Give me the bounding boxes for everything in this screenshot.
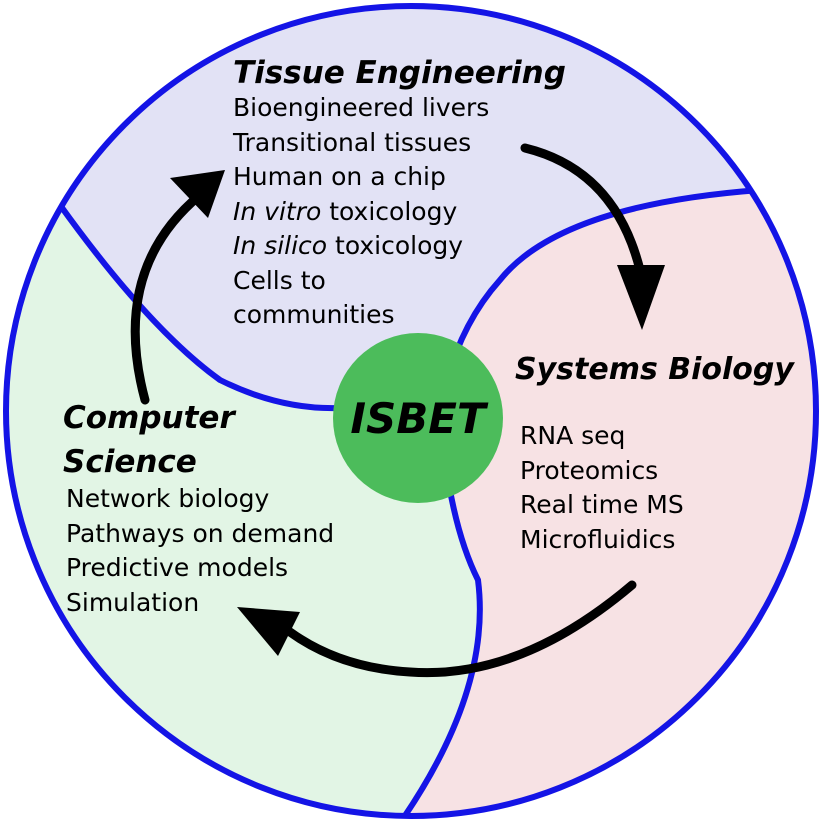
arrow-systems-to-computer	[285, 580, 637, 678]
list-item: Human on a chip	[233, 162, 446, 191]
list-item: Microfluidics	[520, 524, 676, 554]
tissue-engineering-title: Tissue Engineering	[233, 55, 566, 91]
computer-science-list: Network biology Pathways on demand Predi…	[66, 482, 334, 620]
tissue-engineering-region	[6, 6, 816, 410]
list-item: Cells to	[233, 265, 326, 295]
systems-biology-region	[400, 190, 816, 816]
arrowhead-systems-to-computer	[237, 607, 300, 656]
list-item: Pathways on demand	[66, 518, 335, 548]
list-item: Simulation	[66, 587, 200, 617]
computer-science-title-line2: Science	[63, 444, 197, 480]
systems-biology-list: RNA seq Proteomics Real time MS Microflu…	[520, 419, 684, 557]
computer-science-title-line1: Computer	[63, 400, 235, 436]
arrowhead-tissue-to-systems	[617, 265, 665, 330]
list-item: In silico toxicology	[233, 231, 464, 260]
list-item: Network biology	[66, 484, 270, 513]
list-item: In vitro toxicology	[233, 196, 458, 226]
list-item: Bioengineered livers	[233, 93, 490, 122]
list-item: Proteomics	[520, 455, 659, 485]
isbet-label: ISBET	[350, 394, 486, 443]
list-item: Predictive models	[66, 553, 289, 582]
arrow-computer-to-tissue	[130, 190, 205, 405]
computer-science-title: Computer Science	[63, 396, 235, 484]
list-item: RNA seq	[520, 421, 626, 450]
arrowhead-computer-to-tissue	[170, 170, 225, 218]
list-item: Transitional tissues	[233, 127, 472, 157]
list-item: communities	[233, 300, 395, 329]
tissue-engineering-list: Bioengineered livers Transitional tissue…	[233, 91, 489, 333]
outer-ring	[3, 3, 819, 819]
list-item: Real time MS	[520, 490, 684, 519]
arrow-tissue-to-systems	[520, 143, 645, 275]
systems-biology-title: Systems Biology	[515, 352, 794, 387]
isbet-center-circle	[333, 333, 503, 503]
